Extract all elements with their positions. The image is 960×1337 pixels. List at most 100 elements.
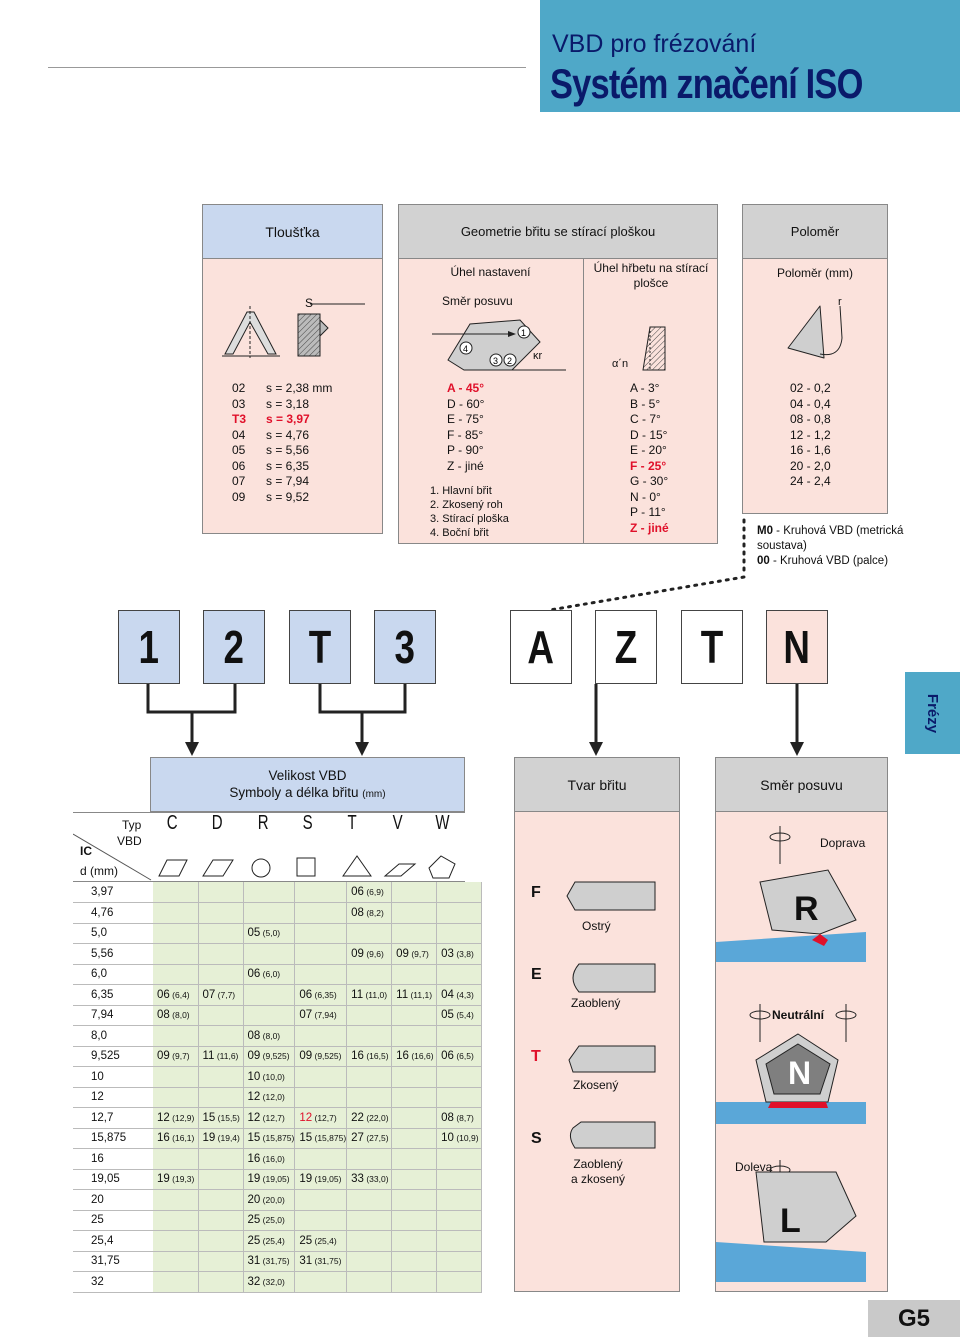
thickness-diagram [222,303,365,358]
size-cell [243,1005,296,1026]
geometry-header: Geometrie břitu se stírací ploškou [398,204,718,259]
size-cell [391,923,438,944]
feed-header: Směr posuvu [715,757,888,812]
ic-cell: 25 [73,1210,153,1231]
size-cell [153,882,199,903]
ic-cell: 6,35 [73,984,153,1006]
code-box-4: 3 [374,610,436,684]
size-cell: 10 (10,9) [436,1128,483,1149]
size-cell: 06 (6,4) [153,984,199,1006]
size-cell: 09 (9,7) [391,943,438,965]
size-cell: 31 (31,75) [243,1251,296,1272]
size-cell: 09 (9,6) [346,943,393,965]
vbd-label: VBD [117,834,142,848]
size-cell [198,964,244,985]
size-cell [346,1148,393,1170]
size-cell [391,1025,438,1047]
size-cell: 04 (4,3) [436,984,483,1006]
size-cell [346,1271,393,1293]
size-cell: 08 (8,7) [436,1107,483,1129]
size-cell [153,1230,199,1252]
size-cell: 32 (32,0) [243,1271,296,1293]
ic-cell: 25,4 [73,1230,153,1252]
size-cell [294,1271,348,1293]
geometry-divider [583,259,584,544]
size-cell [198,1087,244,1108]
size-cell [153,923,199,944]
size-cell: 12 (12,9) [153,1107,199,1129]
feed-right-label: Doprava [820,836,866,850]
radius-note-2: 00 - Kruhová VBD (palce) [757,555,889,567]
feed-diagrams: R N L [716,826,866,1282]
type-D: D [211,812,223,834]
size-cell [294,1148,348,1170]
angle-title: Úhel nastavení [450,265,531,279]
size-cell: 05 (5,4) [436,1005,483,1026]
size-cell: 05 (5,0) [243,923,296,944]
dotted-connector [548,518,746,612]
size-cell [391,1128,438,1149]
size-cell [436,1025,483,1047]
thickness-panel [202,204,383,534]
side-tab: Frézy [905,672,960,754]
radius-list: 02 - 0,2 04 - 0,4 08 - 0,8 12 - 1,2 16 -… [790,381,831,488]
thickness-header: Tloušťka [202,204,383,259]
edge-code-F: F [531,884,541,901]
size-cell [346,1189,393,1211]
size-cell [391,1066,438,1088]
size-cell: 19 (19,3) [153,1169,199,1190]
edge-panel [514,757,680,1292]
size-cell [294,1025,348,1047]
size-cell [198,1148,244,1170]
size-cell [391,1087,438,1108]
ic-cell: 31,75 [73,1251,153,1272]
ic-cell: 10 [73,1066,153,1088]
size-cell: 15 (15,5) [198,1107,244,1129]
size-cell [391,964,438,985]
size-cell: 07 (7,94) [294,1005,348,1026]
size-cell [198,923,244,944]
ic-label: IC [80,844,92,858]
size-cell [198,943,244,965]
size-cell: 11 (11,1) [391,984,438,1006]
type-T: T [347,812,357,834]
size-cell: 19 (19,4) [198,1128,244,1149]
size-cell [153,1271,199,1293]
type-W: W [435,812,450,834]
size-cell [243,943,296,965]
back-angle-list: A - 3° B - 5° C - 7° D - 15° E - 20° F -… [630,381,669,535]
svg-text:2: 2 [507,356,512,366]
size-cell [436,1087,483,1108]
edge-label-S: Zaoblený a zkosený [571,1157,626,1186]
size-cell: 08 (8,0) [243,1025,296,1047]
size-cell: 15 (15,875) [294,1128,348,1149]
r-label: r [838,296,842,308]
feed-direction-label: Směr posuvu [442,294,513,308]
svg-text:N: N [788,1055,811,1091]
size-cell [391,902,438,924]
code-arrows [146,684,804,756]
size-cell: 11 (11,0) [346,984,393,1006]
size-cell [153,1025,199,1047]
type-S: S [302,812,313,834]
size-cell [198,902,244,924]
size-cell: 07 (7,7) [198,984,244,1006]
edge-label-E: Zaoblený [571,996,621,1010]
size-cell [436,1271,483,1293]
page-number: G5 [868,1300,960,1337]
ic-cell: 16 [73,1148,153,1170]
size-cell [346,1087,393,1108]
size-cell: 31 (31,75) [294,1251,348,1272]
type-C: C [166,812,178,834]
size-cell: 33 (33,0) [346,1169,393,1190]
size-cell: 16 (16,5) [346,1046,393,1067]
code-box-6: Z [595,610,657,684]
